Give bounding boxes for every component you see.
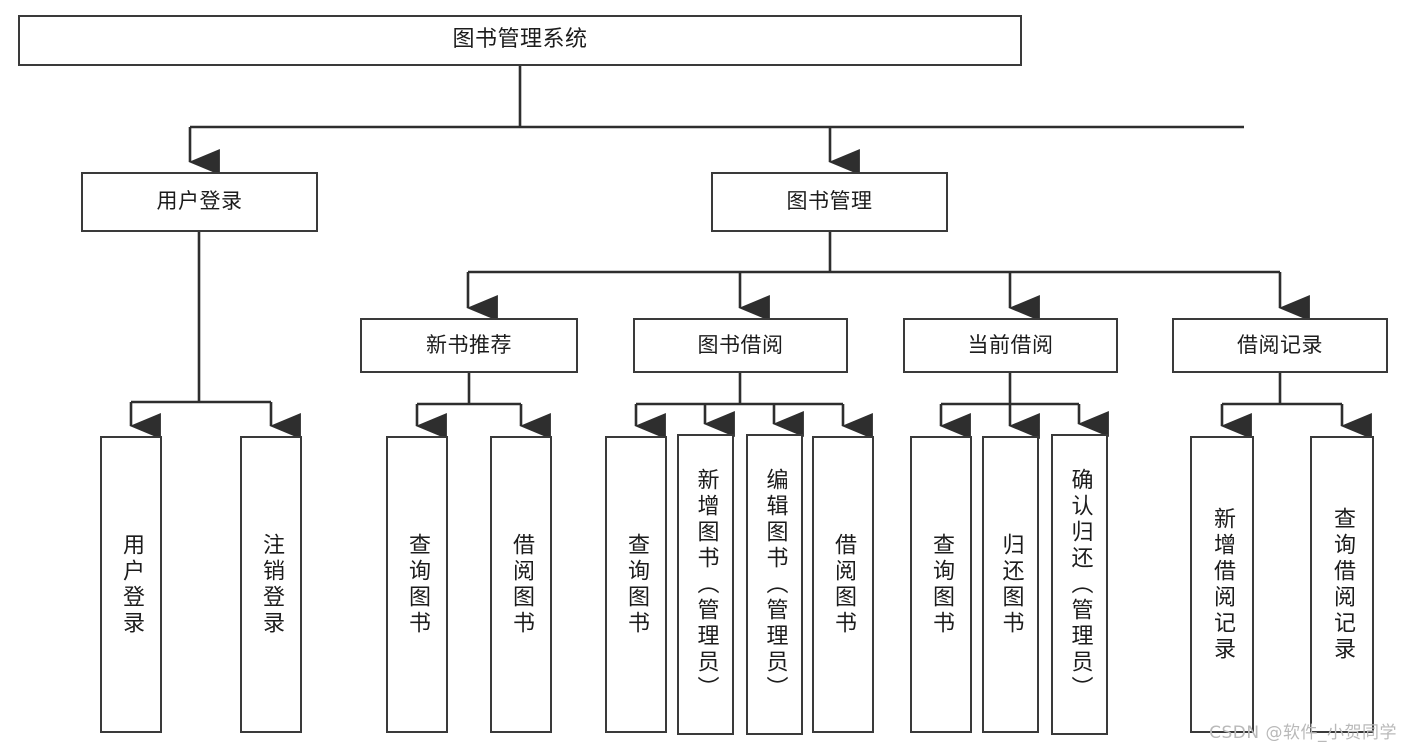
- leaf-query-borrow-record[interactable]: 查询借阅记录: [1310, 436, 1374, 733]
- node-label: 借阅记录: [1237, 332, 1323, 357]
- leaf-query-book-current[interactable]: 查询图书: [910, 436, 972, 733]
- leaf-logout-login[interactable]: 注销登录: [240, 436, 302, 733]
- node-label: 当前借阅: [967, 332, 1054, 357]
- leaf-edit-book-admin[interactable]: 编辑图书（管理员）: [746, 434, 803, 735]
- node-label: 归还图书: [998, 532, 1024, 637]
- node-label: 查询图书: [929, 532, 954, 637]
- node-label: 新增图书（管理员）: [693, 467, 719, 702]
- node-label: 图书管理: [786, 189, 873, 214]
- leaf-return-book[interactable]: 归还图书: [982, 436, 1039, 733]
- node-label: 借阅图书: [509, 532, 534, 637]
- node-new-book-recommend[interactable]: 新书推荐: [360, 318, 578, 373]
- leaf-confirm-return-admin[interactable]: 确认归还（管理员）: [1051, 434, 1108, 735]
- leaf-borrow-book[interactable]: 借阅图书: [812, 436, 874, 733]
- node-current-borrow[interactable]: 当前借阅: [903, 318, 1118, 373]
- node-label: 编辑图书（管理员）: [762, 467, 788, 702]
- leaf-borrow-book-recommend[interactable]: 借阅图书: [490, 436, 552, 733]
- csdn-watermark: CSDN @软件_小贺同学: [1209, 723, 1397, 743]
- node-borrow-record[interactable]: 借阅记录: [1172, 318, 1388, 373]
- node-label: 用户登录: [156, 189, 243, 214]
- node-root-system[interactable]: 图书管理系统: [18, 15, 1022, 66]
- node-user-login[interactable]: 用户登录: [81, 172, 318, 232]
- leaf-add-borrow-record[interactable]: 新增借阅记录: [1190, 436, 1254, 733]
- node-label: 借阅图书: [831, 532, 856, 637]
- node-book-borrow[interactable]: 图书借阅: [633, 318, 848, 373]
- node-label: 图书借阅: [697, 332, 784, 357]
- leaf-query-book-recommend[interactable]: 查询图书: [386, 436, 448, 733]
- node-label: 用户登录: [119, 532, 144, 637]
- node-label: 确认归还（管理员）: [1067, 467, 1093, 702]
- node-label: 新增借阅记录: [1210, 506, 1235, 663]
- node-label: 查询图书: [405, 532, 430, 637]
- node-label: 新书推荐: [426, 332, 512, 357]
- leaf-query-book-borrow[interactable]: 查询图书: [605, 436, 667, 733]
- node-label: 查询图书: [624, 532, 649, 637]
- leaf-add-book-admin[interactable]: 新增图书（管理员）: [677, 434, 734, 735]
- node-label: 图书管理系统: [452, 27, 588, 53]
- node-label: 查询借阅记录: [1330, 506, 1355, 663]
- leaf-user-login[interactable]: 用户登录: [100, 436, 162, 733]
- node-label: 注销登录: [259, 532, 284, 637]
- node-book-management[interactable]: 图书管理: [711, 172, 948, 232]
